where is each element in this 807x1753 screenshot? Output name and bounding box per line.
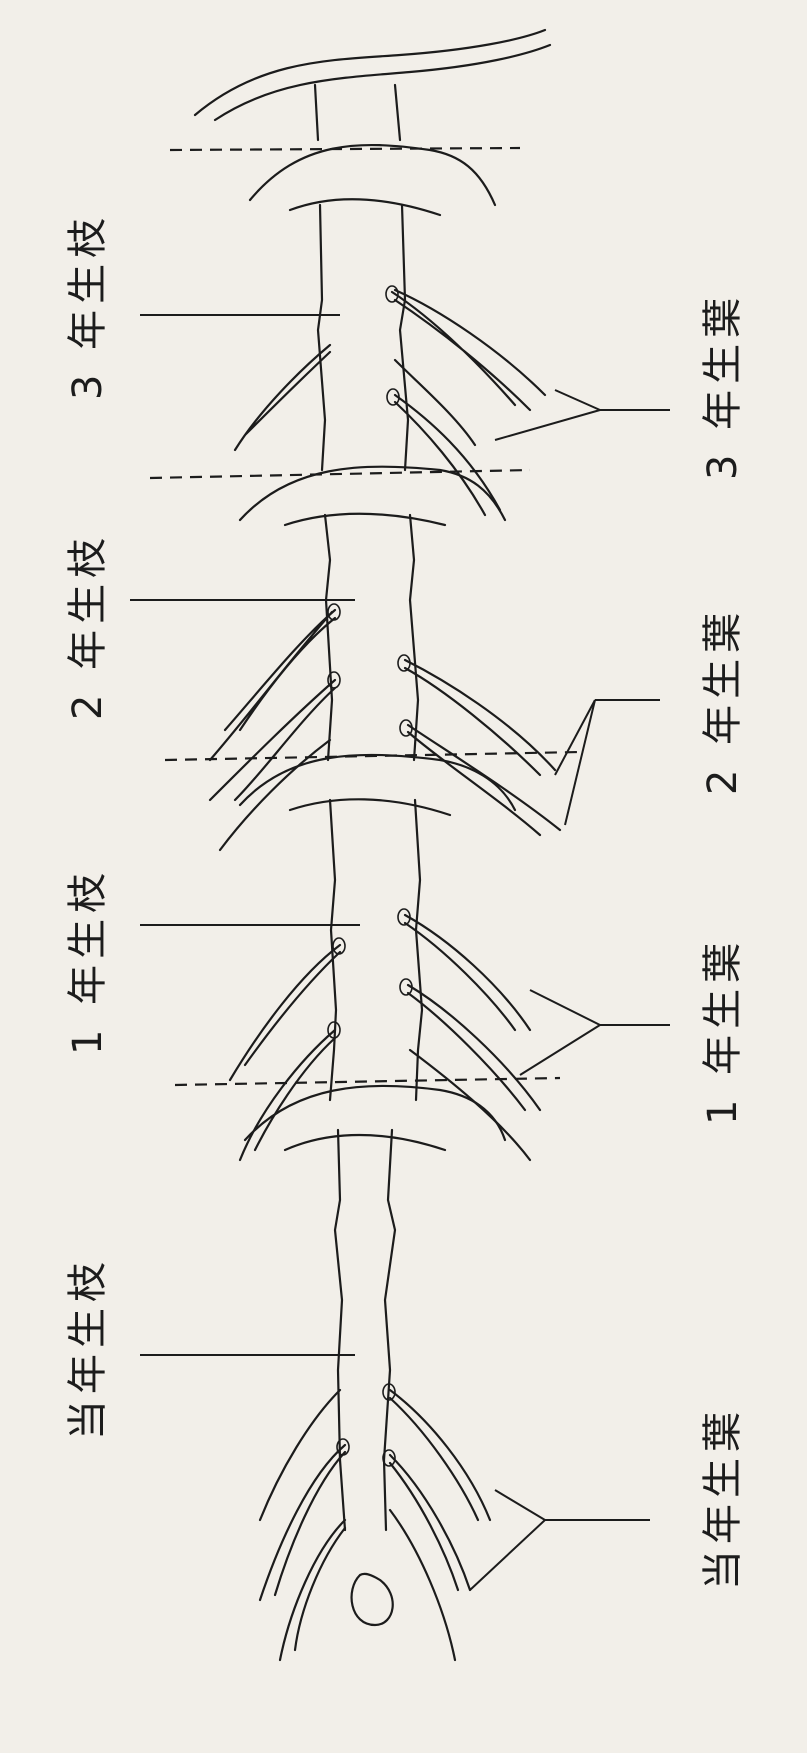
label-branch-1: 1 年生枝 bbox=[55, 867, 113, 1055]
divider-3yr-top bbox=[170, 148, 520, 150]
leader-leaf-2 bbox=[555, 700, 660, 825]
stem-left-edge bbox=[315, 85, 345, 1530]
label-leaf-current: 当年生葉 bbox=[690, 1406, 748, 1590]
leaves-2yr bbox=[210, 604, 560, 850]
leader-leaf-3 bbox=[495, 390, 670, 440]
leaves-1yr bbox=[230, 909, 540, 1160]
leaves-3yr bbox=[235, 286, 545, 515]
label-leaf-2: 2 年生葉 bbox=[690, 607, 748, 795]
leader-leaf-1 bbox=[520, 990, 670, 1075]
leaves-current bbox=[260, 1384, 490, 1660]
scar-2b bbox=[285, 514, 445, 525]
label-branch-2: 2 年生枝 bbox=[55, 532, 113, 720]
leader-leaf-current bbox=[470, 1490, 650, 1590]
label-branch-current: 当年生枝 bbox=[55, 1256, 113, 1440]
scar-1b bbox=[290, 199, 440, 215]
label-leaf-1: 1 年生葉 bbox=[690, 937, 748, 1125]
scar-4b bbox=[285, 1135, 445, 1150]
label-branch-3: 3 年生枝 bbox=[55, 212, 113, 400]
divider-3yr-2yr bbox=[150, 470, 530, 478]
scar-3b bbox=[290, 799, 450, 815]
scar-1 bbox=[250, 145, 495, 205]
label-leaf-3: 3 年生葉 bbox=[690, 292, 748, 480]
terminal-bud bbox=[352, 1574, 393, 1625]
